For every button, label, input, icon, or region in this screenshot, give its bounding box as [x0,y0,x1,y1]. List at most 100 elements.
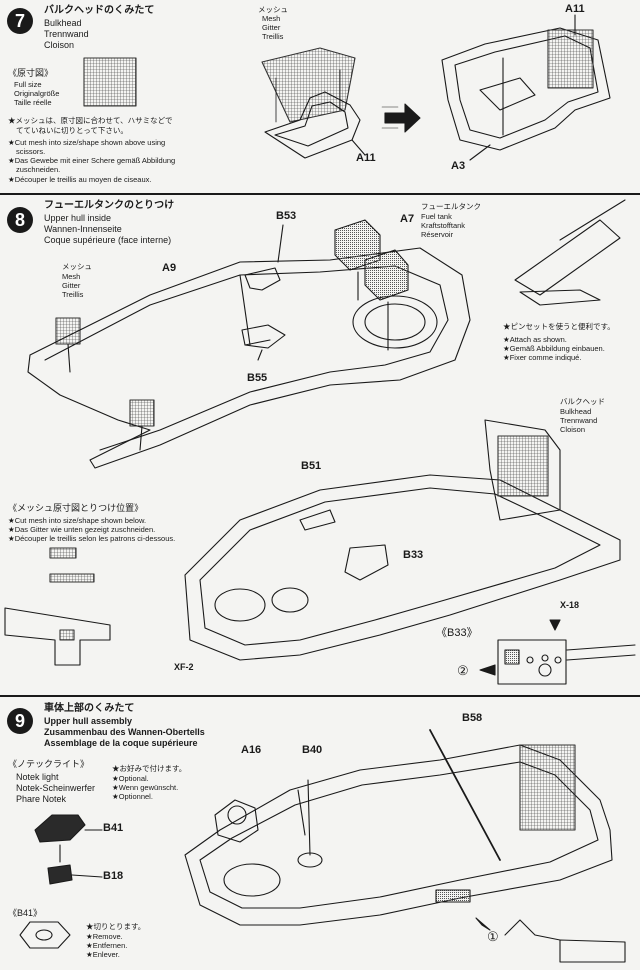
step-7-number: 7 [7,8,33,34]
fuel-tank-de: Kraftstofftank [421,221,466,230]
step7-note-fr: ★Découper le treillis au moyen de ciseau… [8,175,152,184]
bulkhead-fr: Cloison [560,425,586,434]
notek-en: Notek light [16,772,59,782]
step7-title-fr: Cloison [44,40,75,50]
part-a11-frame [264,91,361,159]
optional-fr: ★Optionnel. [112,792,153,801]
step8-mesh-jp: メッシュ [62,262,92,271]
step7-mesh-de: Gitter [262,23,281,32]
step8-title-en: Upper hull inside [44,213,112,223]
paint-x18-label: X-18 [560,600,580,610]
fuel-tank-fr: Réservoir [421,230,454,239]
mesh-template-bar [49,573,95,583]
b41-cut-detail [19,921,71,949]
step9-upper-hull [184,744,613,926]
turret-ring [352,295,438,349]
mesh-template-strip [49,547,77,559]
step8-lower-hull [184,474,621,661]
step9-circle-1: ① [487,929,499,944]
part-b55 [241,324,286,349]
part-b18-label: B18 [103,870,124,882]
step7-title-en: Bulkhead [44,18,82,28]
step8-bulkhead [484,419,561,521]
step7-mesh-fr: Treillis [262,32,284,41]
fuel-tank-jp: フューエルタンク [421,202,481,211]
step9-title-jp: 車体上部のくみたて [44,703,135,714]
part-b33-bracket [344,544,389,581]
paint-xf2-label: XF-2 [174,662,194,672]
step7-note-de1: ★Das Gewebe mit einer Schere gemäß Abbil… [8,156,176,165]
step7-note-jp1: ★メッシュは、原寸図に合わせて、ハサミなどで [8,116,173,125]
bulkhead-en: Bulkhead [560,407,592,416]
part-b40-label: B40 [302,744,323,756]
part-a3-label: A3 [451,160,466,172]
fullsize-heading: 《原寸図》 [8,68,54,78]
cut-de: ★Entfernen. [86,941,128,950]
step9-title-de: Zusammenbau des Wannen-Obertells [44,727,205,737]
mesh-position-detail [4,607,111,666]
bulkhead-jp: バルクヘッド [560,397,605,406]
fullsize-de: Originalgröße [14,89,60,98]
part-b55-label: B55 [247,372,268,384]
fullsize-mesh-swatch [83,57,137,107]
cut-en: ★Remove. [86,932,123,941]
step7-note-jp2: てていねいに切りとって下さい。 [16,126,128,135]
divider-8-9 [0,695,640,697]
part-b51-bracket [299,509,336,531]
tweezer-note-jp: ★ピンセットを使うと便利です。 [503,322,615,331]
fullsize-fr: Taille réelle [14,98,52,107]
part-b18 [47,864,73,885]
part-b33-label: B33 [403,549,424,561]
part-a16-label: A16 [241,744,262,756]
part-a16-hatch [214,799,259,843]
mesh-position-de: ★Das Gitter wie unten gezeigt zuschneide… [8,525,156,534]
part-a9-hull [27,247,471,469]
step7-title-de: Trennwand [44,29,89,39]
step9-title-en: Upper hull assembly [44,716,133,726]
notek-de: Notek-Scheinwerfer [16,783,96,793]
b33-detail-label: 《B33》 [436,627,478,639]
step7-note-en1: ★Cut mesh into size/shape shown above us… [8,138,166,147]
step7-mesh-en: Mesh [262,14,281,23]
divider-7-8 [0,193,640,195]
step8-title-fr: Coque supérieure (face interne) [44,235,172,245]
fullsize-en: Full size [14,80,42,89]
tweezer-note-fr: ★Fixer comme indiqué. [503,353,582,362]
part-b53-label: B53 [276,210,297,222]
b33-detail-box [497,639,567,685]
part-b41 [34,814,86,843]
step7-direction-arrow [384,103,421,133]
step8-title-de: Wannen-Innenseite [44,224,122,234]
part-b51-label: B51 [301,460,322,472]
fuel-tank-en: Fuel tank [421,212,452,221]
notek-fr: Phare Notek [16,794,67,804]
part-b41-label: B41 [103,822,124,834]
part-a9-label: A9 [162,262,177,274]
step7-note-en2: scissors. [16,147,46,156]
cut-fr: ★Enlever. [86,950,120,959]
part-a7-label: A7 [400,213,415,225]
step8-circle-2: ② [457,663,469,678]
mesh-position-en: ★Cut mesh into size/shape shown below. [8,516,147,525]
step8-mesh-de: Gitter [62,281,81,290]
part-b58-rod [429,729,501,861]
optional-en: ★Optional. [112,774,149,783]
mesh-position-heading: 《メッシュ原寸図とりつけ位置》 [8,503,144,513]
tweezer-note-de: ★Gemäß Abbildung einbauen. [503,344,605,353]
b41-detail-heading: 《B41》 [8,908,43,918]
part-b53 [244,267,281,291]
part-a11-label: A11 [356,152,376,164]
optional-de: ★Wenn gewünscht. [112,783,179,792]
cut-jp: ★切りとります。 [86,922,146,931]
step8-mesh-piece-b [129,399,155,427]
step8-mesh-fr: Treillis [62,290,84,299]
step-9-number: 9 [7,708,33,734]
step9-title-fr: Assemblage de la coque supérieure [44,738,198,748]
step8-mesh-en: Mesh [62,272,81,281]
step-8-number: 8 [7,207,33,233]
optional-jp: ★お好みで付けます。 [112,764,187,773]
mesh-position-fr: ★Découper le treillis selon les patrons … [8,534,176,543]
part-b58-label: B58 [462,712,483,724]
notek-heading: 《ノテックライト》 [8,759,90,769]
